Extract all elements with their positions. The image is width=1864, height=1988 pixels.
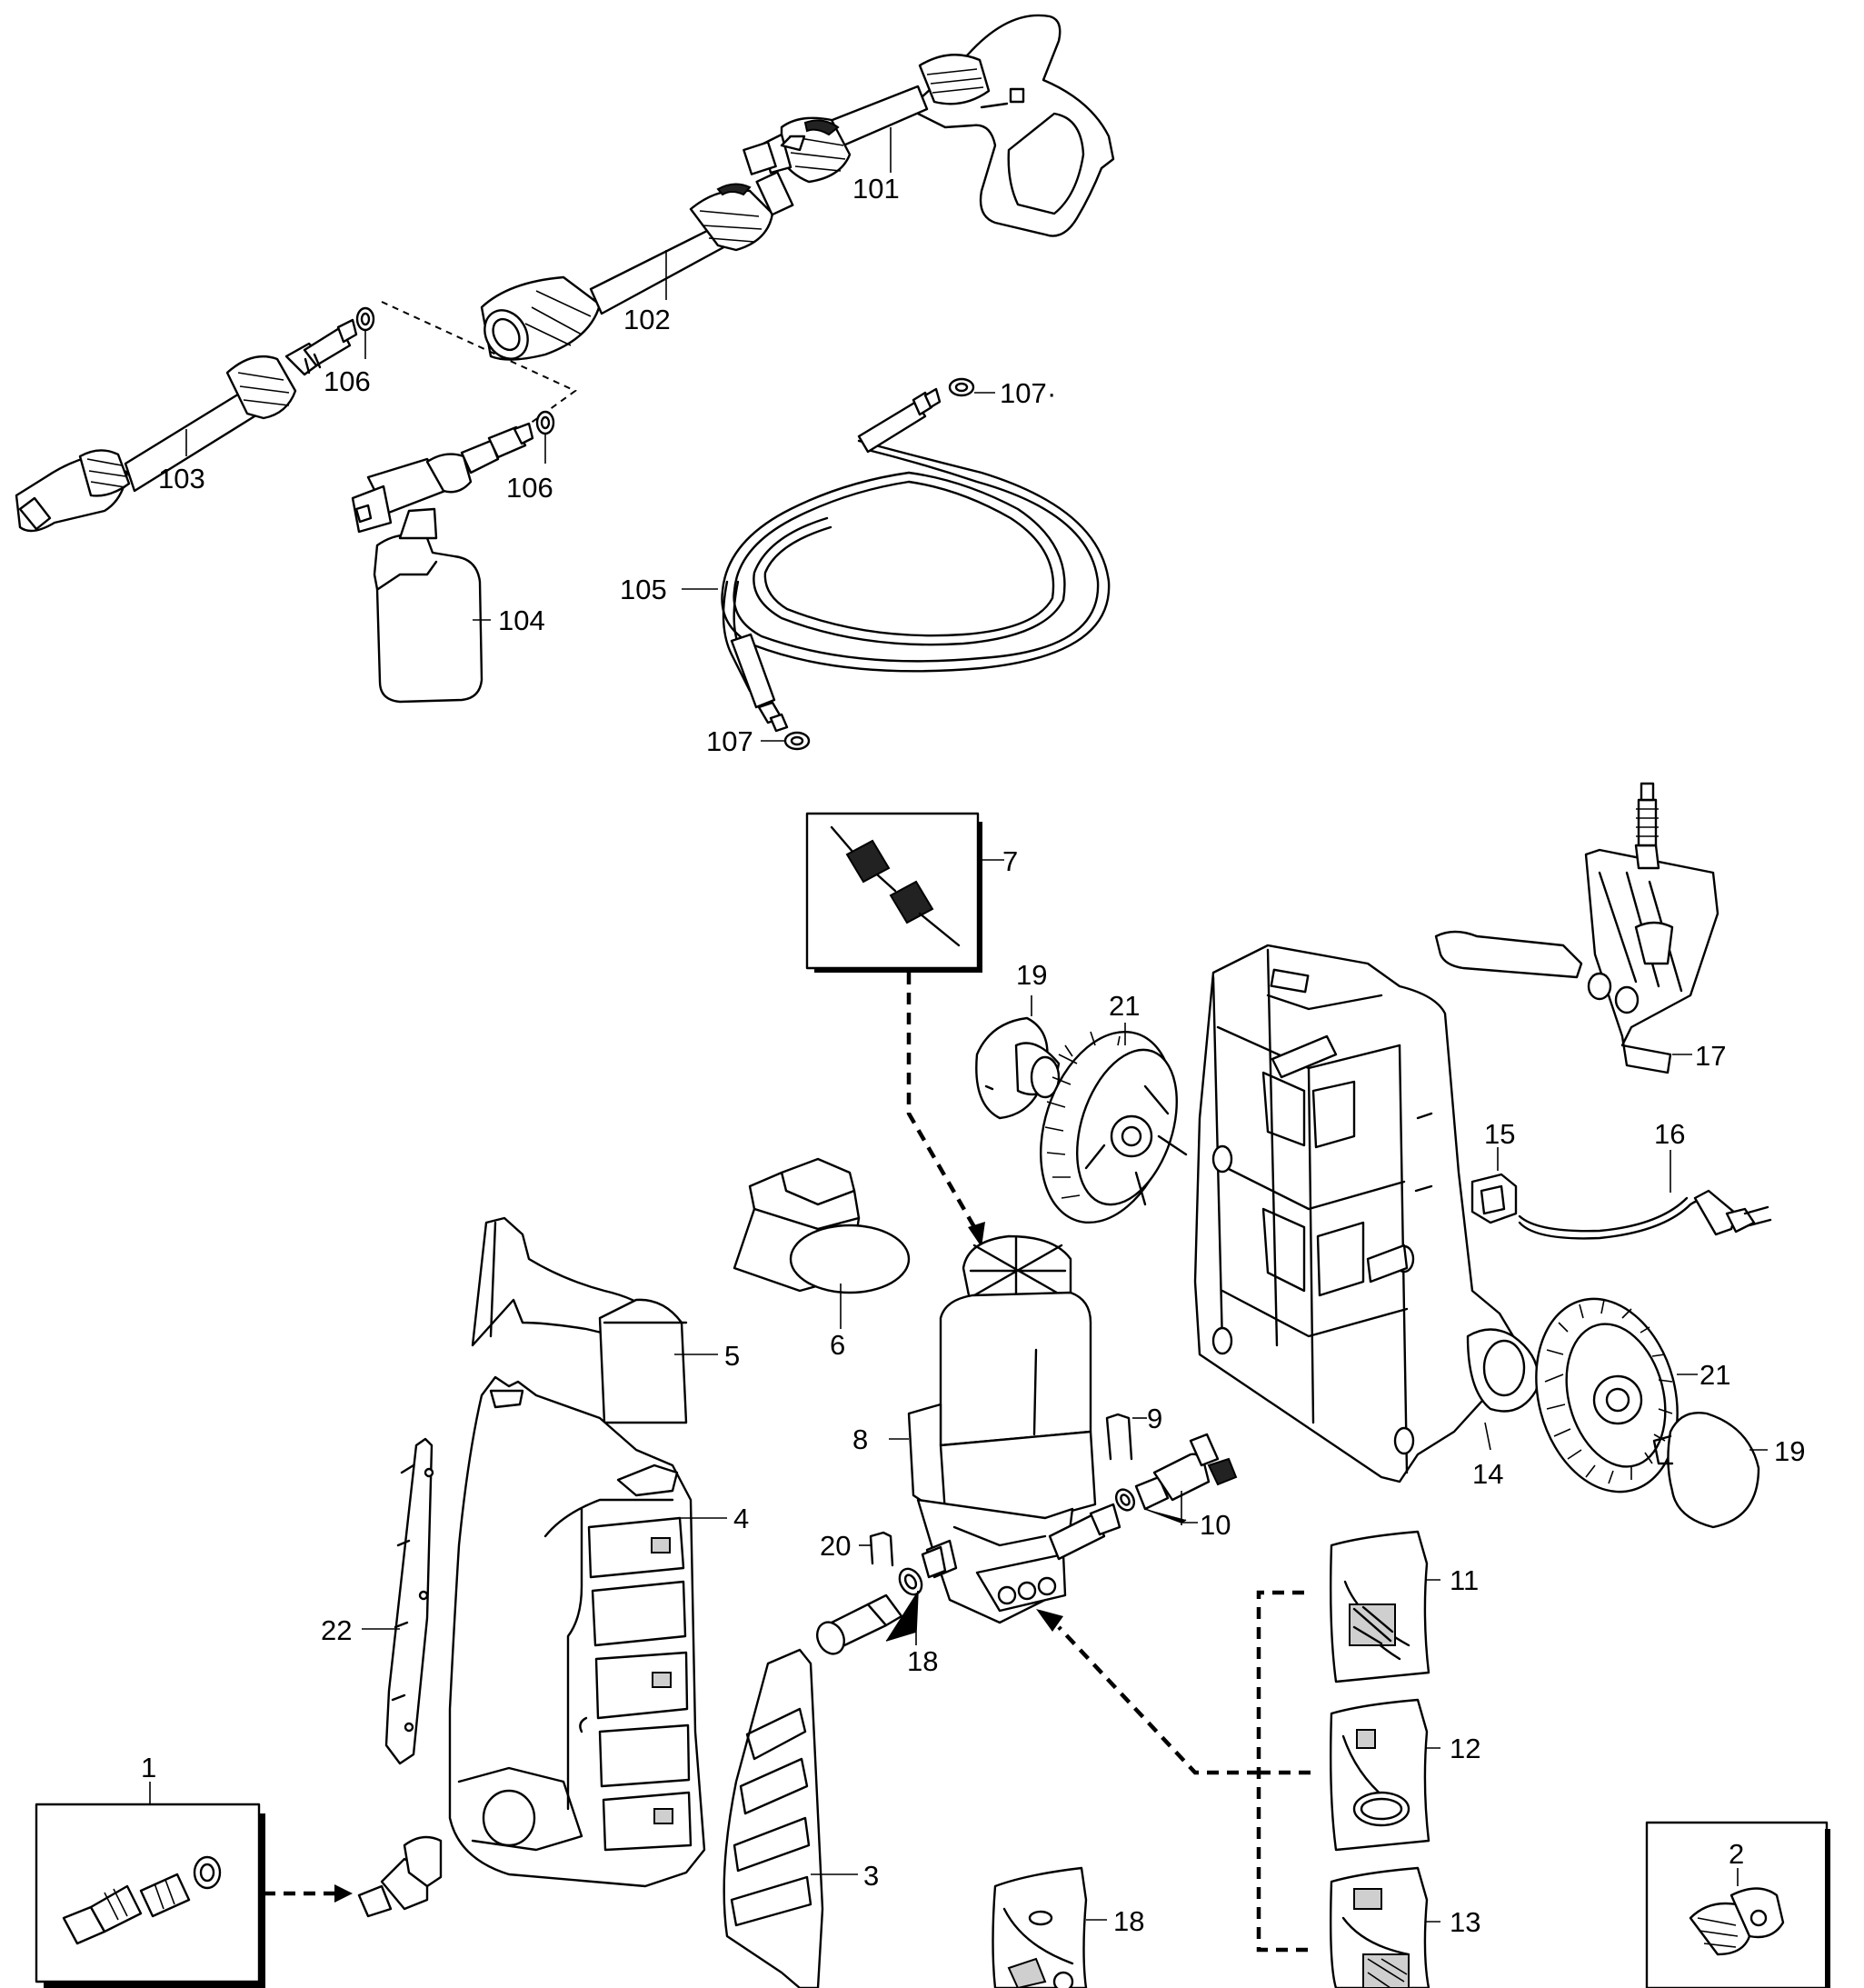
inlet-connector-kit: [35, 1803, 265, 1988]
label-10: 10: [1200, 1509, 1231, 1541]
label-107-upper: 107: [1000, 377, 1047, 409]
label-18-upper: 18: [907, 1645, 938, 1677]
frame-chassis: [1193, 944, 1540, 1484]
seal-kit-11: [1329, 1530, 1430, 1683]
label-19-lower: 19: [1774, 1435, 1805, 1467]
seal-kit-13: [1329, 1866, 1430, 1988]
label-13: 13: [1450, 1906, 1480, 1938]
hub-cap-upper: [975, 1016, 1061, 1120]
high-pressure-hose: [721, 387, 1111, 733]
power-switch: [1470, 1173, 1518, 1224]
inlet-adapter: [357, 1835, 443, 1918]
label-5: 5: [724, 1340, 740, 1372]
label-107-lower: 107: [706, 725, 753, 757]
extension-lance: [480, 171, 794, 361]
label-22: 22: [321, 1614, 352, 1646]
label-6: 6: [830, 1329, 845, 1361]
label-20: 20: [820, 1530, 851, 1562]
motor-pump-unit: [907, 1234, 1121, 1624]
carbon-brush-kit: [805, 812, 982, 973]
label-2: 2: [1729, 1838, 1744, 1870]
front-housing: [448, 1375, 706, 1888]
label-11: 11: [1450, 1564, 1479, 1596]
label-14: 14: [1472, 1458, 1503, 1490]
connection-dashed-line: [381, 301, 577, 453]
hub-cap-lower: [1652, 1412, 1760, 1529]
seal-kit-12: [1329, 1698, 1430, 1852]
label-17: 17: [1695, 1040, 1726, 1072]
clip-part-9: [1105, 1413, 1133, 1461]
motor-cap-part-6: [733, 1157, 911, 1294]
quick-connector-kit: [1645, 1821, 1830, 1988]
label-18-lower: 18: [1113, 1905, 1144, 1937]
label-106-lower: 106: [506, 472, 553, 504]
label-21-upper: 21: [1109, 990, 1140, 1022]
label-16: 16: [1654, 1118, 1685, 1150]
svg-text:·: ·: [1047, 377, 1056, 409]
inlet-valve-part-10: [1114, 1433, 1238, 1512]
label-105: 105: [620, 574, 667, 605]
label-1: 1: [141, 1752, 156, 1783]
label-8: 8: [852, 1424, 868, 1455]
label-19-upper: 19: [1016, 959, 1047, 991]
label-21-lower: 21: [1700, 1359, 1730, 1391]
foam-bottle: [351, 422, 534, 704]
label-12: 12: [1450, 1733, 1480, 1764]
side-panel: [723, 1648, 824, 1988]
label-4: 4: [733, 1503, 749, 1534]
label-102: 102: [623, 304, 671, 335]
wheel-lower: [1535, 1297, 1679, 1493]
side-trim-strip: [384, 1437, 434, 1765]
wheel-upper: [1040, 1030, 1188, 1224]
label-106-upper: 106: [324, 365, 371, 397]
label-3: 3: [863, 1860, 879, 1892]
spray-gun: [743, 14, 1115, 237]
power-cord: [1518, 1189, 1772, 1240]
label-7: 7: [1002, 845, 1018, 877]
seal-kit-18: [992, 1866, 1088, 1988]
label-101: 101: [852, 173, 900, 205]
nozzle-lance: [15, 318, 358, 533]
label-104: 104: [498, 604, 545, 636]
label-9: 9: [1147, 1403, 1162, 1434]
label-103: 103: [158, 463, 205, 495]
hose-hook: [1434, 782, 1719, 1074]
handle: [471, 1216, 688, 1424]
clip-part-20: [869, 1531, 894, 1567]
label-15: 15: [1484, 1118, 1515, 1150]
